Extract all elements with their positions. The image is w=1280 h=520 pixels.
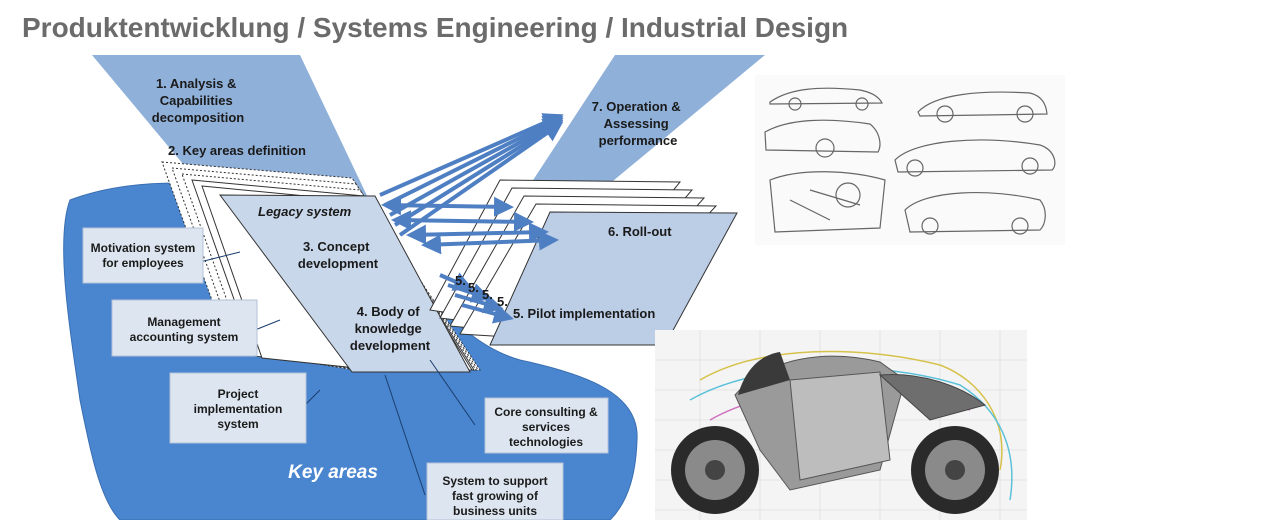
car-sketches-image: [755, 75, 1065, 245]
svg-text:5.: 5.: [455, 273, 466, 288]
phase-2-label: 2. Key areas definition: [168, 143, 306, 158]
phase-6-label: 6. Roll-out: [608, 224, 672, 239]
phase-1-label: 1. Analysis & Capabilities decomposition: [152, 76, 245, 125]
key-areas-label: Key areas: [288, 462, 378, 483]
svg-text:5.: 5.: [482, 287, 493, 302]
svg-text:5.: 5.: [497, 294, 508, 309]
v-right-arm: [520, 55, 765, 200]
page-title: Produktentwicklung / Systems Engineering…: [22, 12, 849, 43]
feedback-arrows: [379, 113, 564, 324]
svg-text:5.: 5.: [468, 280, 479, 295]
phase-5-stack-labels: 5. 5. 5. 5.: [455, 273, 508, 309]
phase-4-label: 4. Body of knowledge development: [350, 304, 431, 353]
phase-5-label: 5. Pilot implementation: [513, 306, 655, 321]
motorcycle-image: [655, 330, 1027, 520]
phase-3-label: 3. Concept development: [298, 239, 379, 271]
legacy-system-label: Legacy system: [258, 204, 352, 219]
connector-lines: [199, 251, 476, 496]
phase-7-label: 7. Operation & Assessing performance: [592, 99, 684, 148]
